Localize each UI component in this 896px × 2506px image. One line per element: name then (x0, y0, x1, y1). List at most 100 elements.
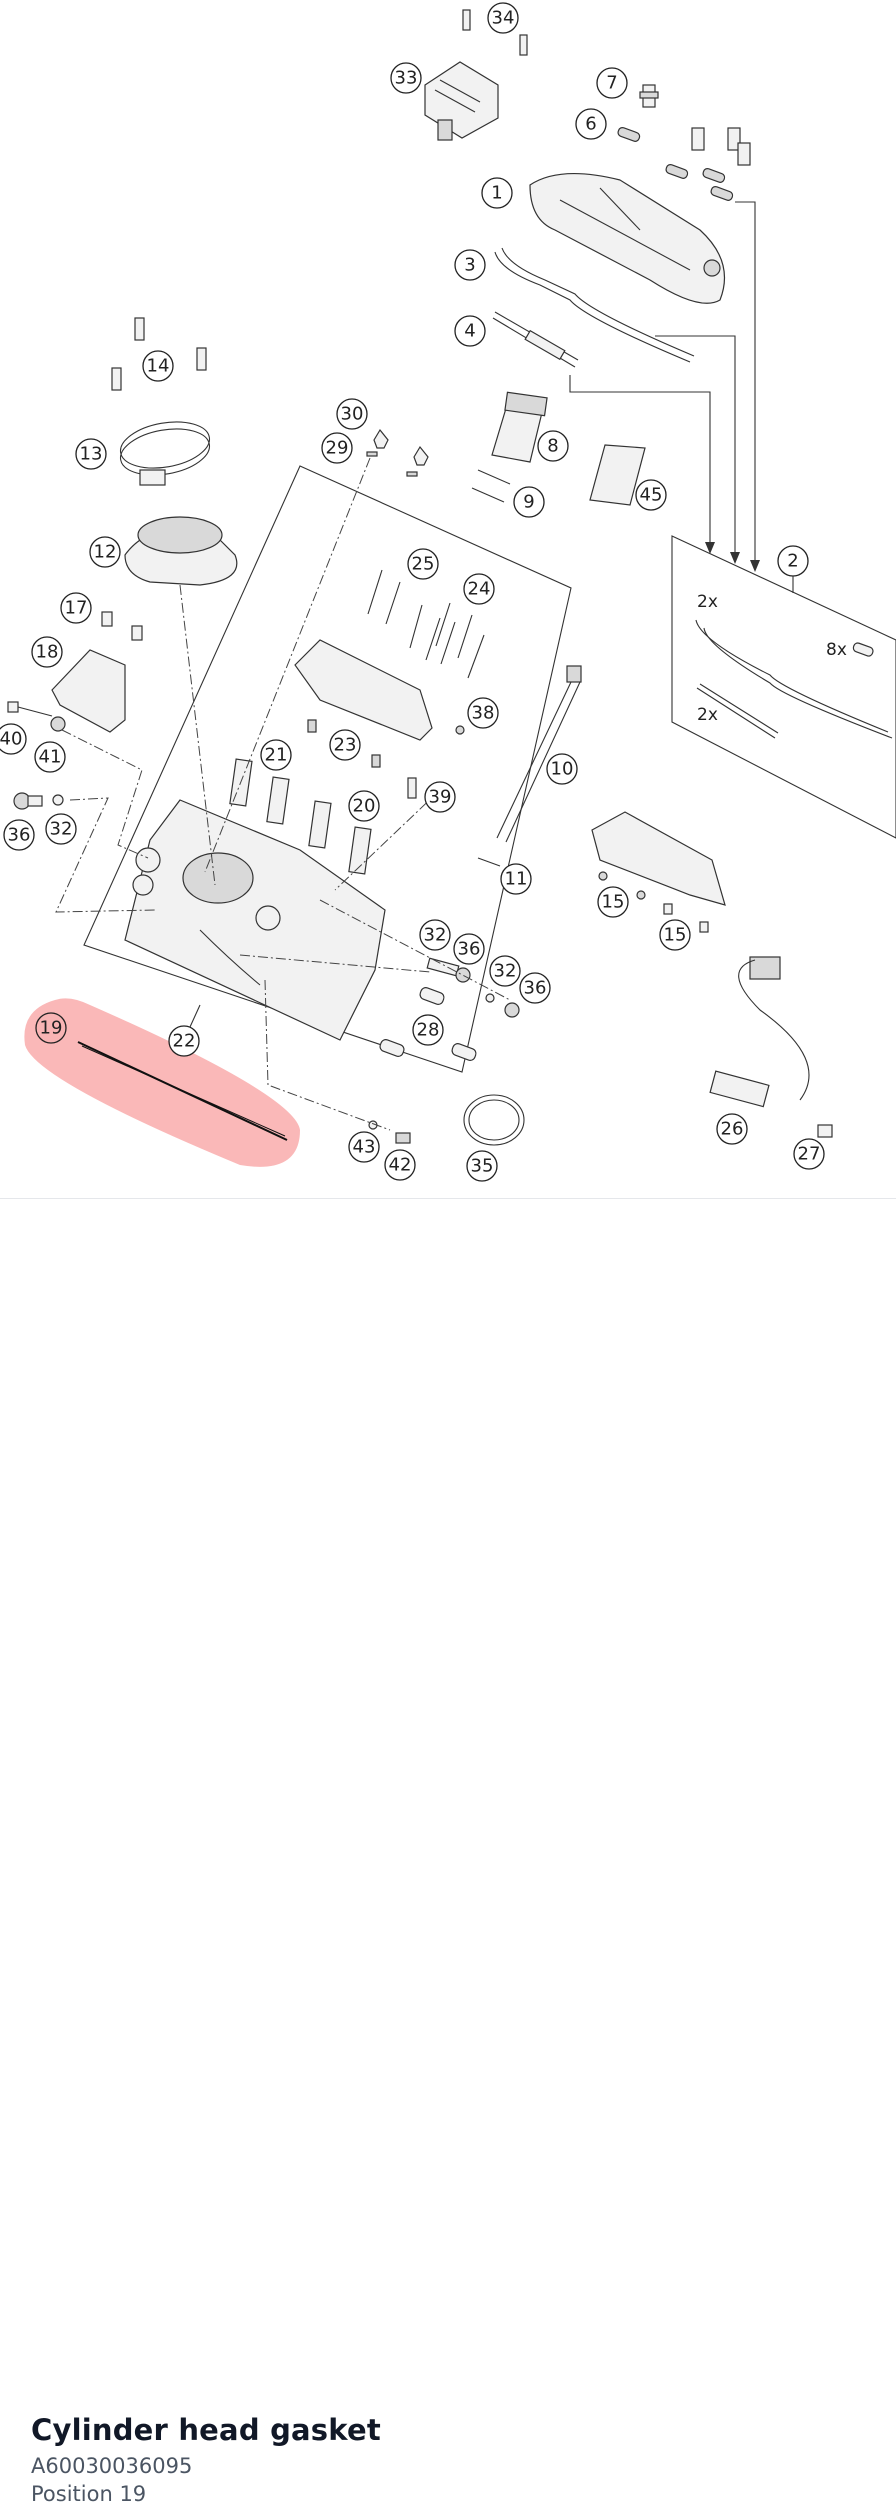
callout-34[interactable]: 34 (487, 2, 519, 34)
callout-18[interactable]: 18 (31, 636, 63, 668)
svg-text:21: 21 (265, 745, 288, 766)
svg-text:3: 3 (464, 255, 475, 276)
callout-13[interactable]: 13 (75, 438, 107, 470)
svg-text:11: 11 (505, 869, 528, 890)
svg-text:36: 36 (524, 978, 547, 999)
svg-text:26: 26 (721, 1119, 744, 1140)
callout-36[interactable]: 36 (3, 819, 35, 851)
callout-32[interactable]: 32 (489, 955, 521, 987)
callout-32[interactable]: 32 (45, 813, 77, 845)
svg-text:28: 28 (417, 1020, 440, 1041)
svg-text:36: 36 (458, 939, 481, 960)
callout-33[interactable]: 33 (390, 62, 422, 94)
callout-1[interactable]: 1 (481, 177, 513, 209)
callout-4[interactable]: 4 (454, 315, 486, 347)
kit-arrows (569, 201, 760, 572)
callout-35[interactable]: 35 (466, 1150, 498, 1182)
chain-tensioner-rod (496, 665, 582, 843)
svg-text:32: 32 (50, 819, 73, 840)
callout-32[interactable]: 32 (419, 919, 451, 951)
svg-text:10: 10 (551, 759, 574, 780)
svg-text:14: 14 (147, 356, 170, 377)
camshaft-carrier-part (294, 639, 465, 741)
sensor-part (709, 956, 833, 1138)
svg-text:32: 32 (424, 925, 447, 946)
callout-22[interactable]: 22 (168, 1025, 200, 1057)
svg-text:7: 7 (606, 73, 617, 94)
svg-text:2: 2 (787, 551, 798, 572)
callout-17[interactable]: 17 (60, 592, 92, 624)
kit-qty-label: 2x (697, 705, 718, 725)
svg-text:32: 32 (494, 961, 517, 982)
part-position: Position 19 (31, 2482, 147, 2506)
cylinder-head-gasket-part (77, 1041, 288, 1141)
svg-text:42: 42 (389, 1155, 412, 1176)
svg-text:41: 41 (39, 747, 62, 768)
svg-text:25: 25 (412, 554, 435, 575)
svg-text:30: 30 (341, 404, 364, 425)
svg-text:29: 29 (326, 438, 349, 459)
callout-38[interactable]: 38 (467, 697, 499, 729)
callout-36[interactable]: 36 (519, 972, 551, 1004)
svg-text:15: 15 (664, 925, 687, 946)
svg-text:38: 38 (472, 703, 495, 724)
cover-bolts (617, 84, 751, 201)
callout-11[interactable]: 11 (500, 863, 532, 895)
callout-29[interactable]: 29 (321, 432, 353, 464)
valve-cover-part (529, 173, 726, 304)
svg-text:4: 4 (464, 321, 475, 342)
bracket-part (51, 611, 143, 733)
callout-15[interactable]: 15 (597, 886, 629, 918)
callout-43[interactable]: 43 (348, 1131, 380, 1163)
callout-21[interactable]: 21 (260, 739, 292, 771)
callout-24[interactable]: 24 (463, 573, 495, 605)
callout-7[interactable]: 7 (596, 67, 628, 99)
svg-text:15: 15 (602, 892, 625, 913)
callout-23[interactable]: 23 (329, 729, 361, 761)
callout-25[interactable]: 25 (407, 548, 439, 580)
callout-41[interactable]: 41 (34, 741, 66, 773)
callout-6[interactable]: 6 (575, 108, 607, 140)
callout-36[interactable]: 36 (453, 933, 485, 965)
svg-text:23: 23 (334, 735, 357, 756)
head-bolts (367, 569, 485, 679)
kit-qty-label: 8x (826, 640, 847, 660)
callout-2[interactable]: 2 (777, 545, 809, 577)
callout-20[interactable]: 20 (348, 790, 380, 822)
callout-27[interactable]: 27 (793, 1138, 825, 1170)
callout-15[interactable]: 15 (659, 919, 691, 951)
callout-42[interactable]: 42 (384, 1149, 416, 1181)
svg-text:22: 22 (173, 1031, 196, 1052)
callout-10[interactable]: 10 (546, 753, 578, 785)
callout-3[interactable]: 3 (454, 249, 486, 281)
callout-45[interactable]: 45 (635, 479, 667, 511)
camshaft-actuator-part (424, 9, 528, 141)
kit-qty-label: 2x (697, 592, 718, 612)
svg-text:43: 43 (353, 1137, 376, 1158)
callout-40[interactable]: 40 (0, 723, 27, 755)
callout-14[interactable]: 14 (142, 350, 174, 382)
callout-28[interactable]: 28 (412, 1014, 444, 1046)
svg-text:40: 40 (0, 729, 22, 750)
part-info-panel: Cylinder head gasket A60030036095 Positi… (0, 1199, 896, 2506)
callout-30[interactable]: 30 (336, 398, 368, 430)
svg-text:39: 39 (429, 787, 452, 808)
callout-8[interactable]: 8 (537, 430, 569, 462)
svg-text:12: 12 (94, 542, 117, 563)
side-bolt-part (7, 701, 66, 732)
callout-26[interactable]: 26 (716, 1113, 748, 1145)
svg-text:24: 24 (468, 579, 491, 600)
callout-39[interactable]: 39 (424, 781, 456, 813)
svg-text:34: 34 (492, 8, 515, 29)
svg-text:9: 9 (523, 492, 534, 513)
svg-text:45: 45 (640, 485, 663, 506)
svg-text:17: 17 (65, 598, 88, 619)
callout-19[interactable]: 19 (35, 1012, 67, 1044)
spark-plug-gasket-part (492, 311, 579, 368)
pin-part (477, 857, 501, 867)
part-number: A60030036095 (31, 2454, 193, 2478)
hose-clamp-part (119, 421, 211, 486)
callout-9[interactable]: 9 (513, 486, 545, 518)
svg-text:36: 36 (8, 825, 31, 846)
callout-12[interactable]: 12 (89, 536, 121, 568)
